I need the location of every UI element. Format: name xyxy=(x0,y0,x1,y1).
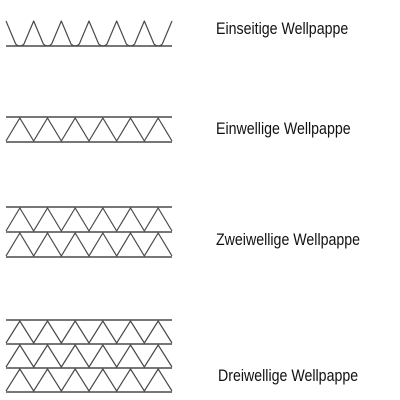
flute-layer xyxy=(5,344,173,368)
flute-layer xyxy=(5,20,173,47)
triple-wall-corrugated-icon xyxy=(5,319,173,393)
single-wall-corrugated-icon xyxy=(5,116,173,143)
flute-layer xyxy=(5,207,173,232)
flute-layer xyxy=(5,368,173,392)
flute-layer xyxy=(5,232,173,257)
label-double-wall: Zweiwellige Wellpappe xyxy=(216,231,361,249)
label-single-face: Einseitige Wellpappe xyxy=(216,20,349,38)
single-face-corrugated-icon xyxy=(5,20,173,47)
label-single-wall: Einwellige Wellpappe xyxy=(216,120,351,138)
flute-layer xyxy=(5,117,173,142)
double-wall-corrugated-icon xyxy=(5,206,173,258)
flute-layer xyxy=(5,320,173,344)
label-triple-wall: Dreiwellige Wellpappe xyxy=(218,367,359,385)
